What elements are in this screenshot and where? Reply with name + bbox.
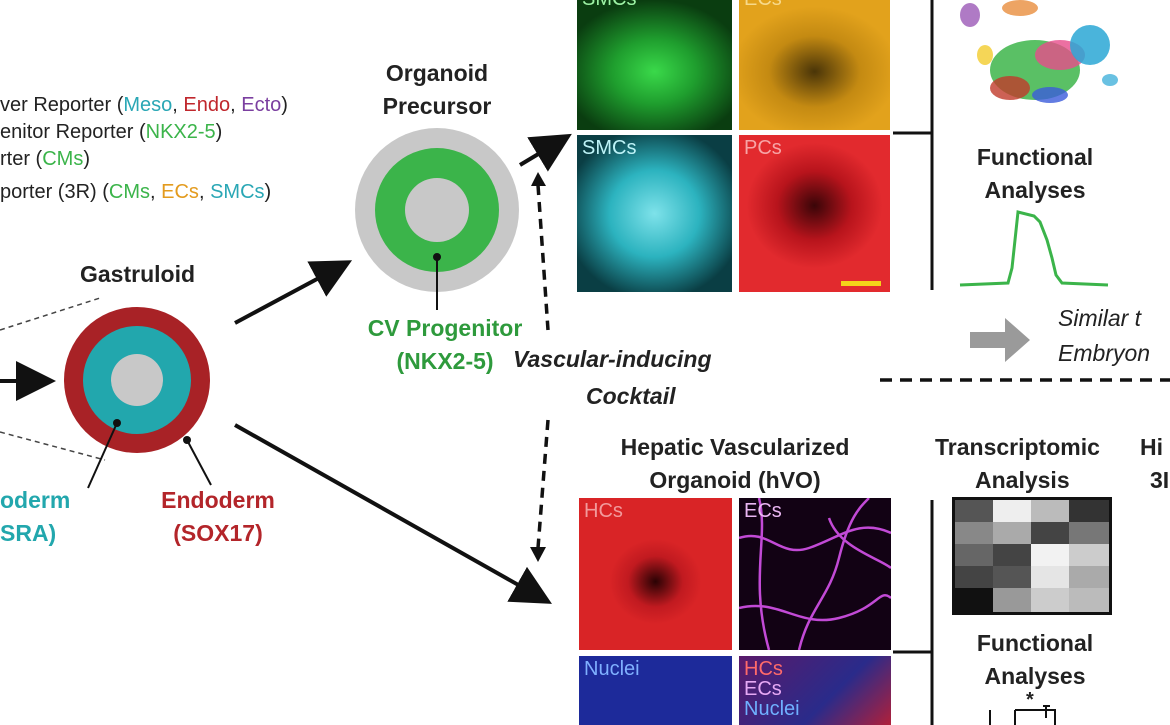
legend-text: ) — [264, 181, 272, 203]
action-potential-trace — [959, 210, 1109, 287]
legend-text: ver Reporter ( — [0, 94, 124, 116]
significance-asterisk: * — [1026, 689, 1034, 711]
micrograph-ecs-purple: ECs — [739, 498, 891, 650]
micrograph-label: ECs — [744, 500, 782, 522]
legend-text: ) — [83, 148, 90, 170]
micrograph-label: ECs — [744, 0, 782, 10]
hvo-title-line2: Organoid (hVO) — [649, 467, 821, 493]
legend-line-layer-reporter: ver Reporter (Meso, Endo, Ecto) — [0, 93, 288, 117]
histology-line2: 3I — [1150, 467, 1170, 493]
legend-smcs: SMCs — [210, 181, 265, 203]
cocktail-label-line2: Cocktail — [586, 383, 676, 409]
micrograph-label: SMCs — [582, 0, 636, 10]
legend-sep: , — [172, 94, 184, 116]
mesoderm-label-line2: SRA) — [0, 520, 57, 546]
mesoderm-pointer — [87, 422, 118, 489]
transcriptomic-line2: Analysis — [975, 467, 1070, 493]
mesoderm-label-line1: oderm — [0, 487, 71, 513]
legend-sep: , — [230, 94, 242, 116]
micrograph-label: HCs — [584, 500, 623, 522]
legend-meso: Meso — [123, 94, 173, 116]
legend-line-cm-reporter: rter (CMs) — [0, 147, 90, 171]
progenitor-label-line2: (NKX2-5) — [396, 348, 494, 374]
precursor-title-line1: Organoid — [385, 60, 489, 86]
functional-top-line1: Functional — [976, 144, 1094, 170]
functional-bottom-line2: Analyses — [984, 663, 1086, 689]
gastruloid-title: Gastruloid — [80, 261, 196, 287]
arrow-to-top-panels — [518, 133, 572, 172]
gastruloid-shape — [64, 307, 210, 453]
endoderm-label-line2: (SOX17) — [173, 520, 263, 546]
micrograph-label: Nuclei — [744, 698, 800, 720]
micrograph-pcs-red: PCs — [739, 135, 890, 292]
micrograph-nuclei-blue: Nuclei — [579, 656, 732, 725]
zoom-line-top — [0, 297, 101, 331]
functional-bottom-line1: Functional — [976, 630, 1094, 656]
arrow-to-precursor — [234, 260, 353, 325]
similar-line2: Embryon — [1058, 340, 1151, 366]
legend-cms: CMs — [42, 148, 84, 170]
legend-line-3r-reporter: porter (3R) (CMs, ECs, SMCs) — [0, 180, 271, 204]
legend-cms: CMs — [108, 181, 151, 203]
micrograph-label: Nuclei — [584, 658, 640, 680]
zoom-line-bottom — [0, 431, 106, 461]
legend-text: ) — [215, 121, 223, 143]
progenitor-label-line1: CV Progenitor — [367, 315, 523, 341]
micrograph-label: ECs — [744, 678, 782, 700]
legend-endo: Endo — [183, 94, 231, 116]
precursor-shape — [355, 128, 519, 292]
similar-line1: Similar t — [1058, 305, 1142, 331]
micrograph-merge: HCs ECs Nuclei — [739, 656, 891, 725]
similar-arrow — [970, 318, 1030, 362]
umap-plot — [960, 0, 1118, 103]
cocktail-arrow-up — [536, 184, 550, 331]
legend-line-progenitor-reporter: enitor Reporter (NKX2-5) — [0, 120, 222, 144]
legend-text: porter (3R) ( — [0, 181, 109, 203]
scale-bar — [841, 281, 881, 286]
hvo-title-line1: Hepatic Vascularized — [620, 434, 850, 460]
histology-line1: Hi — [1140, 434, 1163, 460]
legend-sep: , — [198, 181, 211, 203]
legend-text: ) — [281, 94, 288, 116]
legend-nkx: NKX2-5 — [145, 121, 216, 143]
micrograph-ecs-orange: ECs — [739, 0, 890, 130]
endoderm-pointer — [186, 439, 212, 486]
heatmap — [952, 497, 1112, 615]
legend-ecs: ECs — [161, 181, 199, 203]
precursor-title-line2: Precursor — [382, 93, 492, 119]
transcriptomic-line1: Transcriptomic — [935, 434, 1100, 460]
micrograph-label: PCs — [744, 137, 782, 159]
arrow-to-hvo — [234, 423, 552, 604]
cocktail-arrow-down — [536, 419, 550, 549]
micrograph-smcs-green: SMCs — [577, 0, 732, 130]
legend-ecto: Ecto — [241, 94, 282, 116]
micrograph-hcs-red: HCs — [579, 498, 732, 650]
cocktail-label-line1: Vascular-inducing — [513, 346, 712, 372]
functional-top-line2: Analyses — [984, 177, 1086, 203]
endoderm-label-line1: Endoderm — [161, 487, 275, 513]
legend-sep: , — [150, 181, 162, 203]
micrograph-label: SMCs — [582, 137, 637, 159]
micrograph-smcs-cyan: SMCs — [577, 135, 732, 292]
legend-text: rter ( — [0, 148, 43, 170]
significance-bracket — [989, 705, 1056, 725]
legend-text: enitor Reporter ( — [0, 121, 146, 143]
micrograph-label: HCs — [744, 658, 783, 680]
vessel-network — [739, 498, 891, 650]
